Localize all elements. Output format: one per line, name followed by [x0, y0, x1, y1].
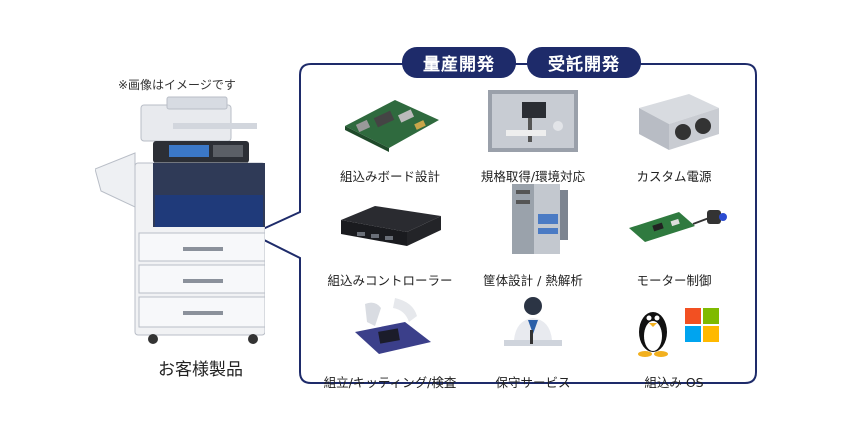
service-item-motor: モーター制御 [604, 190, 744, 289]
service-label: 組込みボード設計 [339, 169, 440, 184]
service-item-maintenance: 保守サービス [463, 292, 603, 391]
service-label: 保守サービス [495, 375, 571, 390]
service-label: 組込み OS [644, 375, 704, 390]
service-item-board: 組込みボード設計 [320, 86, 460, 185]
linux-windows-icon [638, 308, 719, 357]
service-label: 組立/キッティング/検査 [323, 375, 457, 390]
test-chamber-icon [488, 90, 578, 152]
support-person-icon [504, 297, 562, 346]
power-supply-icon [639, 94, 719, 150]
copier-icon [95, 96, 265, 344]
service-item-enclosure: 筐体設計 / 熱解析 [463, 180, 603, 289]
service-item-controller: 組込みコントローラー [320, 190, 460, 289]
service-item-assembly: 組立/キッティング/検査 [320, 292, 460, 391]
service-label: カスタム電源 [636, 169, 712, 184]
customer-product-caption: お客様製品 [158, 360, 243, 380]
tag-mass-production: 量産開発 [402, 47, 516, 78]
service-label: 規格取得/環境対応 [480, 169, 586, 184]
embedded-board-icon [345, 100, 439, 152]
tag-contract-development: 受託開発 [527, 47, 641, 78]
service-label: モーター制御 [636, 273, 712, 288]
service-item-power: カスタム電源 [604, 86, 744, 185]
motor-board-icon [629, 210, 727, 242]
enclosure-icon [512, 184, 568, 254]
service-label: 組込みコントローラー [327, 273, 453, 288]
controller-box-icon [341, 206, 441, 246]
assembly-icon [355, 298, 431, 354]
service-item-compliance: 規格取得/環境対応 [463, 86, 603, 185]
image-disclaimer: ※画像はイメージです [118, 78, 236, 92]
service-item-os: 組込み OS [604, 292, 744, 391]
service-label: 筐体設計 / 熱解析 [483, 273, 583, 288]
